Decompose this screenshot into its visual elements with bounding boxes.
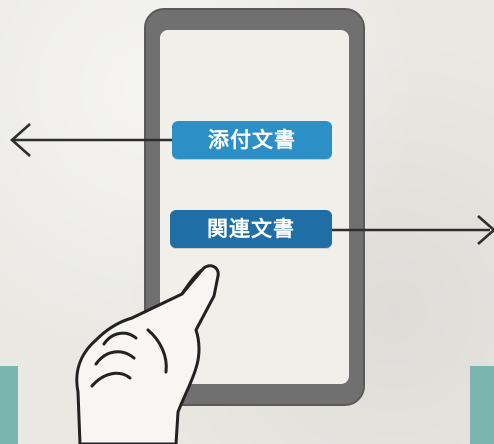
arrow-right-icon: [332, 215, 494, 245]
related-documents-button[interactable]: 関連文書: [170, 210, 332, 248]
attached-documents-button[interactable]: 添付文書: [172, 121, 332, 159]
pointing-hand-icon: [75, 264, 220, 444]
arrow-left-icon: [10, 123, 172, 157]
smartphone: [144, 8, 365, 406]
right-teal-block: [470, 366, 494, 444]
left-teal-block: [0, 366, 18, 444]
